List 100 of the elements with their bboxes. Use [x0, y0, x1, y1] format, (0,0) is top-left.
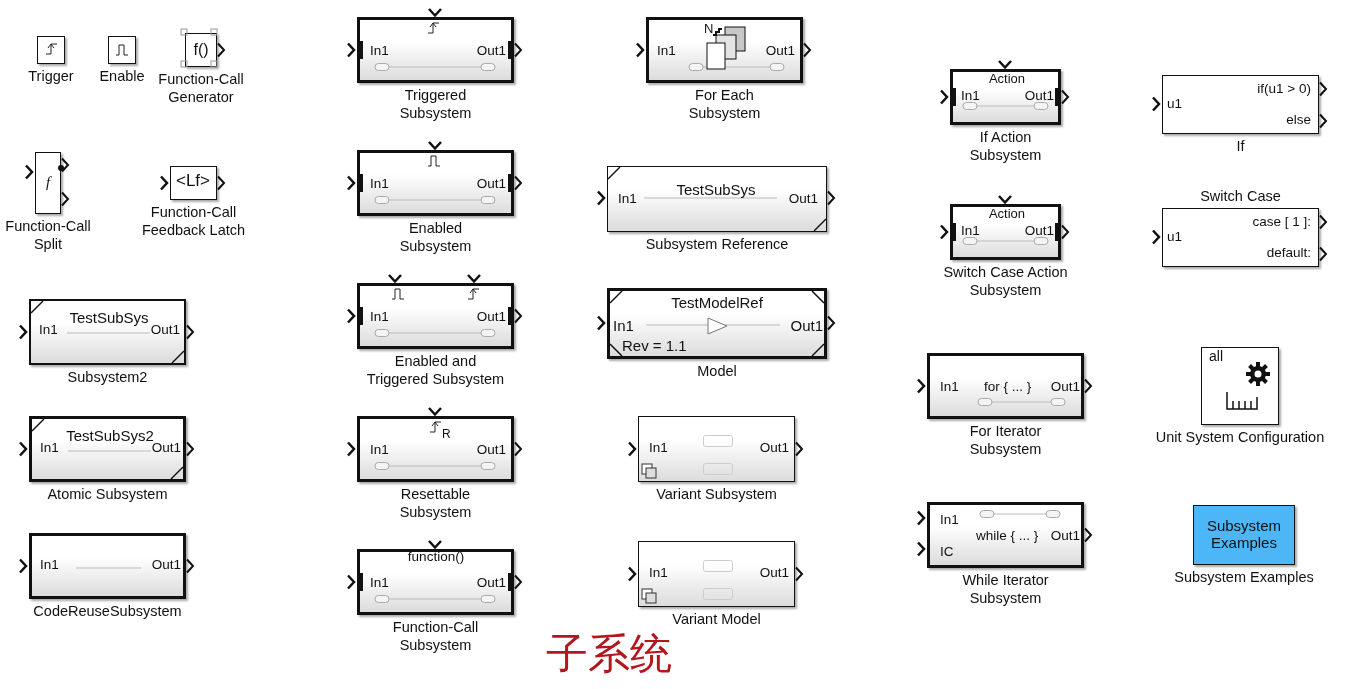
port-label: if(u1 > 0): [1257, 82, 1311, 97]
port-label: In1: [649, 566, 668, 581]
block-text: N: [704, 22, 714, 37]
block-box: [357, 283, 514, 349]
block-name: Variant Subsystem: [655, 485, 778, 504]
port-label: u1: [1167, 97, 1183, 112]
block-box: [607, 166, 827, 232]
block-name: Variant Model: [671, 610, 762, 629]
port-label: Out1: [476, 443, 506, 458]
block-name: Unit System Configuration: [1154, 428, 1326, 447]
block-text: while { ... }: [976, 529, 1039, 544]
port-label: u1: [1167, 230, 1183, 245]
block-text: all: [1209, 349, 1223, 365]
block-name: Enable: [98, 67, 146, 86]
block-box: [950, 204, 1061, 260]
port-label: Out1: [1024, 89, 1054, 104]
block-name: Subsystem2: [66, 368, 149, 387]
port-label: Out1: [476, 44, 506, 59]
block-name: Model: [696, 362, 738, 381]
port-label: Out1: [790, 318, 823, 335]
block-name: Trigger: [27, 67, 75, 86]
block-name: Switch Case: [1199, 186, 1282, 205]
block-text: TestModelRef: [671, 295, 763, 312]
block-name: Switch Case Action Subsystem: [942, 263, 1069, 300]
port-label: Out1: [765, 44, 795, 59]
block-name: Function-Call Subsystem: [391, 618, 480, 655]
block-box: [29, 533, 186, 599]
block-box: [357, 17, 514, 83]
block-box: [170, 166, 217, 200]
block-box: [607, 288, 827, 359]
port-label: In1: [370, 576, 389, 591]
port-label: Out1: [476, 576, 506, 591]
block-box: [638, 416, 795, 482]
block-name: Function-Call Generator: [157, 70, 245, 107]
block-name: CodeReuseSubsystem: [32, 602, 183, 621]
port-label: In1: [940, 513, 959, 528]
port-label: In1: [370, 177, 389, 192]
block-text: R: [442, 428, 451, 442]
port-label: Out1: [476, 310, 506, 325]
port-label: In1: [39, 323, 58, 338]
block-box: [357, 416, 514, 482]
port-label: In1: [40, 558, 59, 573]
block-box: [108, 36, 136, 64]
block-name: Resettable Subsystem: [398, 485, 473, 522]
block-name: Subsystem Reference: [644, 235, 790, 254]
port-label: Out1: [788, 192, 818, 207]
page-title: 子系统: [546, 628, 672, 680]
block-text: <Lf>: [176, 172, 210, 191]
port-label: IC: [940, 545, 954, 560]
port-label: In1: [961, 89, 980, 104]
block-text: TestSubSys2: [66, 428, 154, 444]
port-label: Out1: [759, 566, 789, 581]
block-box: [927, 353, 1084, 419]
port-label: Out1: [151, 441, 181, 456]
block-box: [357, 549, 514, 615]
port-label: Out1: [1024, 224, 1054, 239]
block-name: Triggered Subsystem: [398, 86, 473, 123]
port-label: Out1: [476, 177, 506, 192]
block-text: function(): [407, 550, 465, 565]
port-label: In1: [657, 44, 676, 59]
block-box: [29, 299, 186, 365]
block-box: [35, 152, 61, 214]
port-label: In1: [370, 44, 389, 59]
port-label: In1: [370, 443, 389, 458]
block-name: For Each Subsystem: [687, 86, 762, 123]
block-text: f: [45, 174, 51, 191]
port-label: Out1: [759, 441, 789, 456]
block-text: TestSubSys: [69, 310, 149, 327]
block-text: Action: [988, 72, 1026, 87]
block-box: [1162, 75, 1319, 134]
block-name: Enabled and Triggered Subsystem: [365, 352, 506, 389]
block-text: Subsystem Examples: [1205, 518, 1283, 551]
port-label: default:: [1266, 246, 1311, 261]
block-text: Rev = 1.1: [622, 338, 687, 355]
block-box: [638, 541, 795, 607]
port-label: Out1: [150, 323, 180, 338]
port-label: Out1: [151, 558, 181, 573]
port-label: Out1: [1050, 380, 1080, 395]
block-box: [1201, 347, 1279, 425]
port-label: In1: [961, 224, 980, 239]
block-name: If: [1235, 137, 1246, 156]
port-label: In1: [940, 380, 959, 395]
block-box: [357, 150, 514, 216]
port-label: In1: [613, 318, 634, 335]
block-name: If Action Subsystem: [968, 128, 1043, 165]
port-label: In1: [370, 310, 389, 325]
block-name: Function-Call Feedback Latch: [140, 203, 247, 240]
port-label: In1: [649, 441, 668, 456]
block-box: [927, 502, 1084, 568]
port-label: In1: [618, 192, 637, 207]
port-label: case [ 1 ]:: [1252, 215, 1311, 230]
block-text: TestSubSys: [676, 182, 756, 199]
port-label: else: [1286, 113, 1311, 128]
block-text: for { ... }: [984, 380, 1032, 395]
block-name: For Iterator Subsystem: [968, 422, 1043, 459]
block-box: [1193, 505, 1295, 565]
block-name: Enabled Subsystem: [398, 219, 473, 256]
block-text: Action: [988, 207, 1026, 222]
block-name: Function-Call Split: [4, 217, 92, 254]
block-box: [646, 17, 803, 83]
